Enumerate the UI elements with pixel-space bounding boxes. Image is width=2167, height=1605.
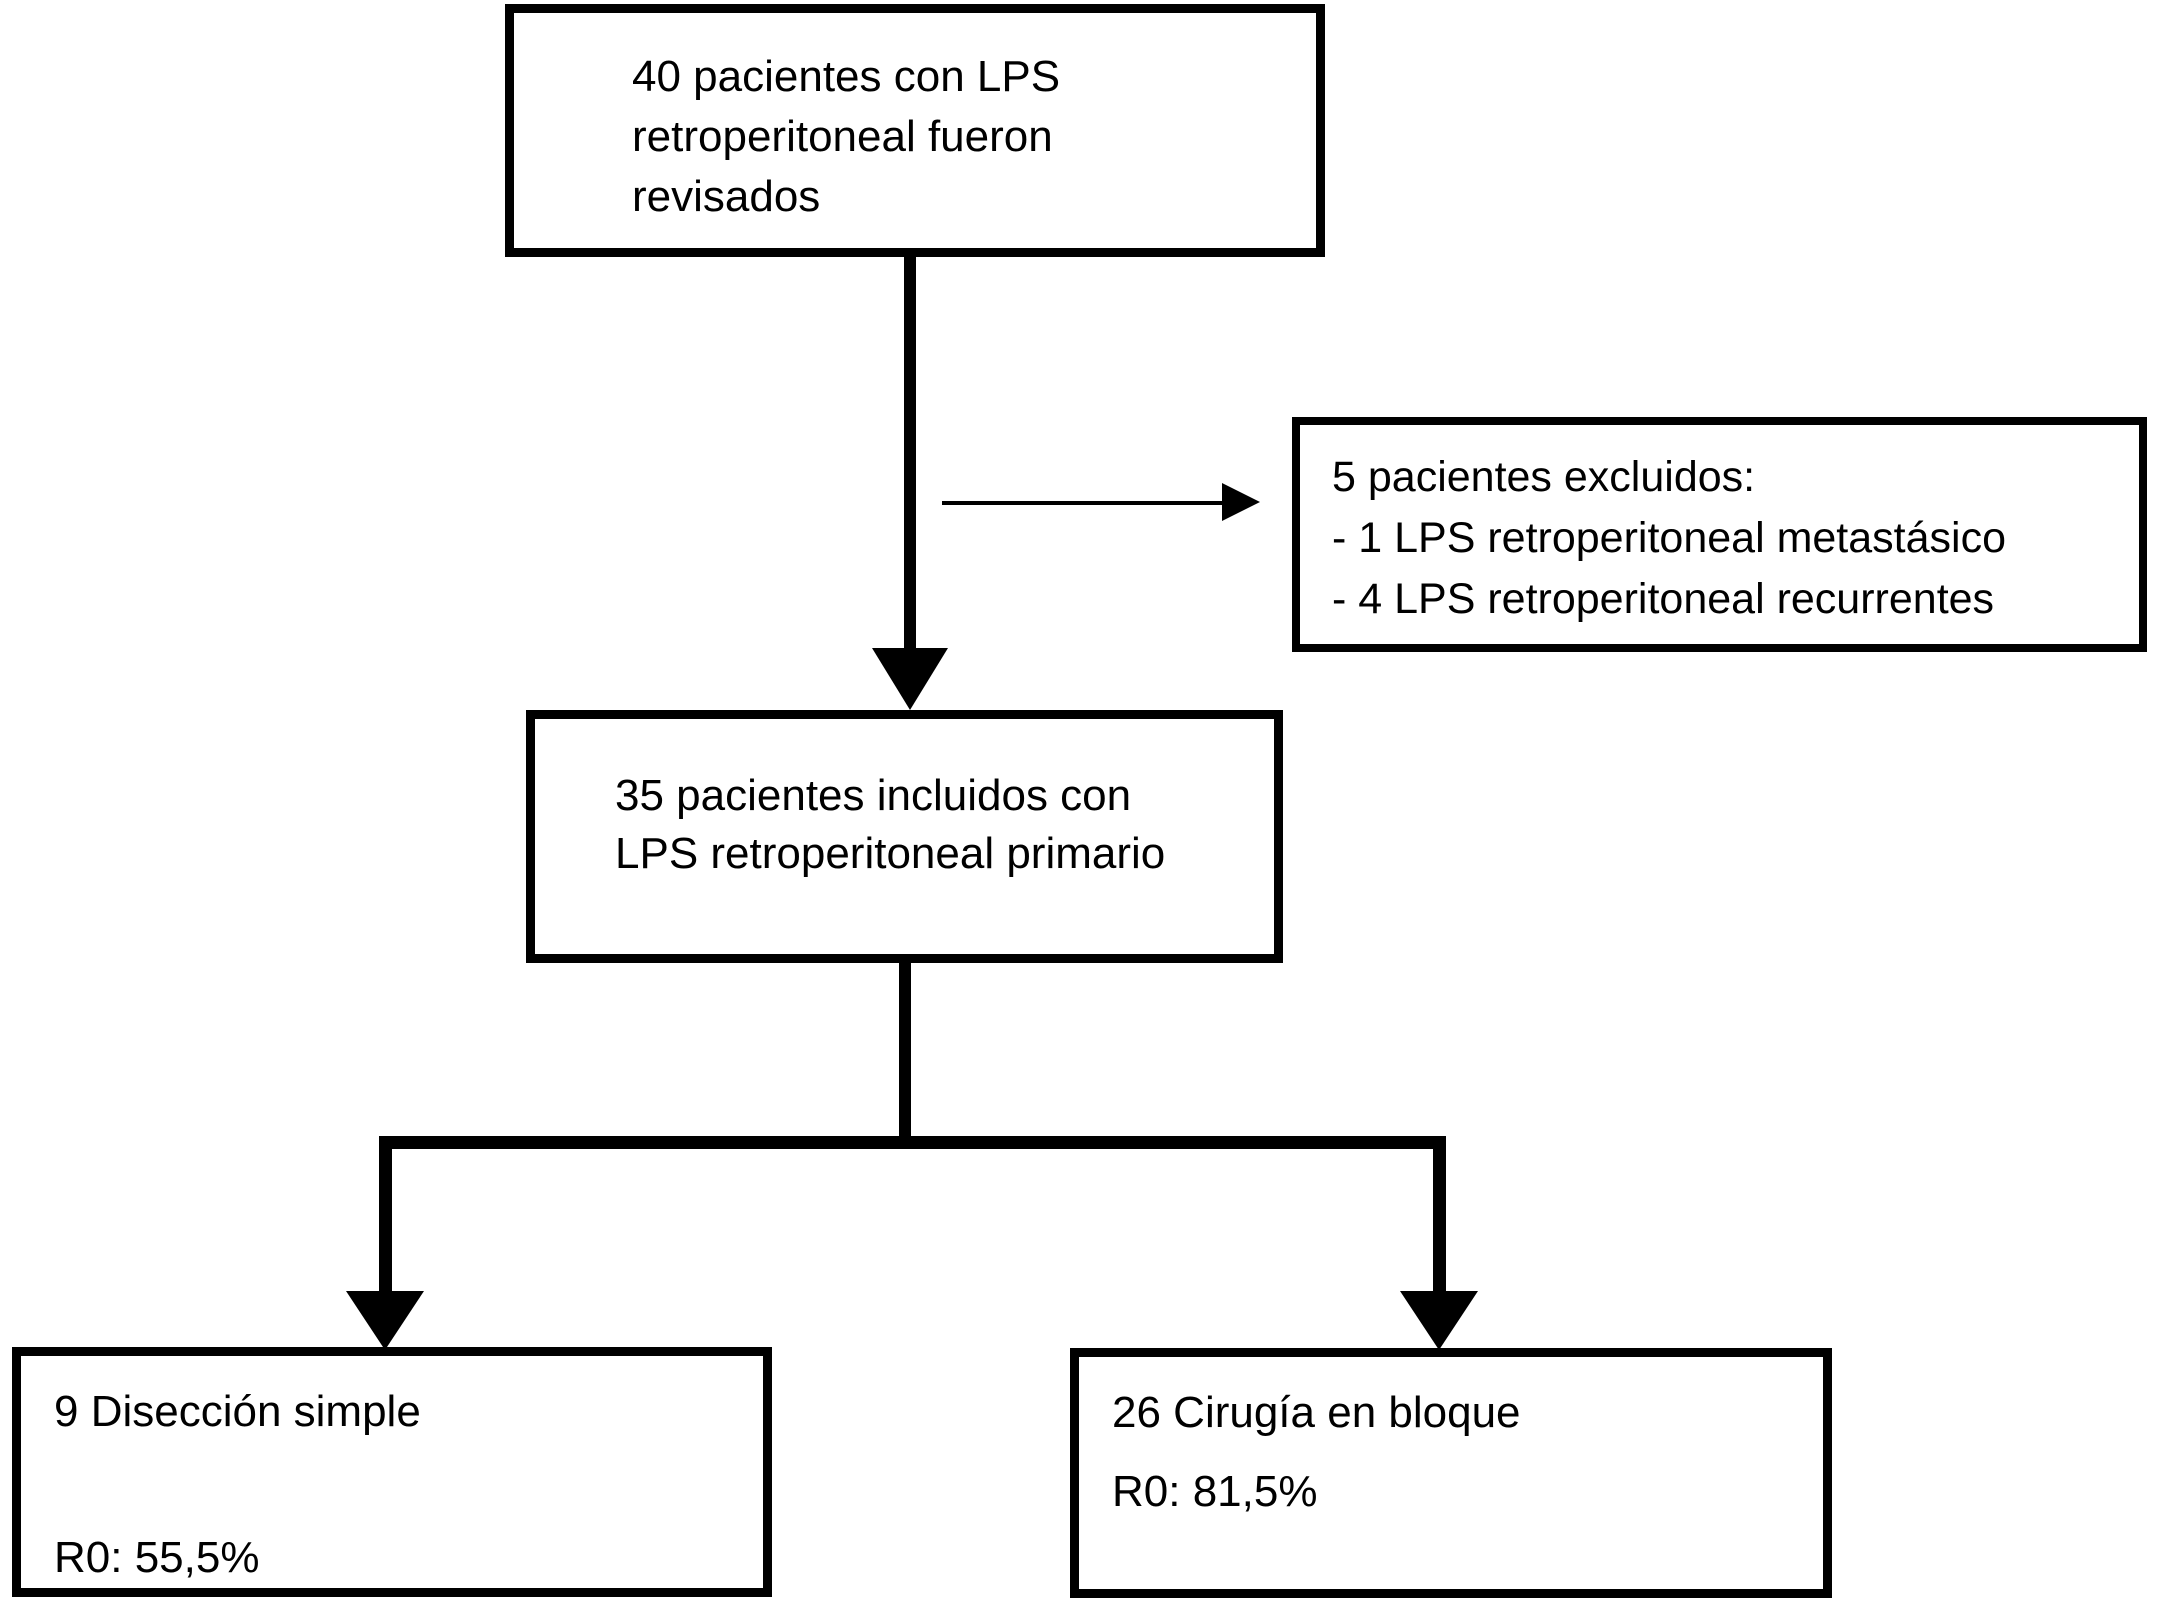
connector-incluidos-stem [899,963,911,1143]
arrowhead-down-icon [872,648,948,710]
arrowhead-down-icon [346,1291,424,1350]
arrowhead-right-icon [1222,483,1260,521]
connector-to-cirugia [1433,1148,1446,1293]
box-pacientes-revisados-line: retroperitoneal fueron [632,112,1053,161]
box-pacientes-excluidos-line: - 4 LPS retroperitoneal recurrentes [1332,575,1995,623]
box-diseccion-simple-result: R0: 55,5% [54,1533,260,1582]
box-pacientes-revisados: 40 pacientes con LPS retroperitoneal fue… [505,4,1325,257]
connector-to-diseccion [379,1148,392,1293]
box-pacientes-revisados-line: revisados [632,172,821,221]
box-pacientes-revisados-line: 40 pacientes con LPS [632,52,1061,101]
box-diseccion-simple: 9 Disección simple R0: 55,5% [12,1347,772,1597]
box-pacientes-incluidos: 35 pacientes incluidos con LPS retroperi… [526,710,1283,963]
connector-to-excluidos [942,501,1224,505]
box-pacientes-excluidos-line: - 1 LPS retroperitoneal metastásico [1332,514,2006,562]
box-cirugia-en-bloque: 26 Cirugía en bloque R0: 81,5% [1070,1348,1832,1598]
box-pacientes-excluidos-line: 5 pacientes excluidos: [1332,453,1756,501]
box-pacientes-excluidos: 5 pacientes excluidos: - 1 LPS retroperi… [1292,417,2147,652]
connector-revisados-to-incluidos [904,257,916,649]
box-diseccion-simple-label: 9 Disección simple [54,1387,421,1436]
box-pacientes-incluidos-line: 35 pacientes incluidos con [615,771,1132,820]
arrowhead-down-icon [1400,1291,1478,1350]
box-cirugia-en-bloque-label: 26 Cirugía en bloque [1112,1388,1521,1437]
box-pacientes-incluidos-line: LPS retroperitoneal primario [615,829,1166,878]
connector-split-bar [379,1136,1446,1149]
box-cirugia-en-bloque-result: R0: 81,5% [1112,1467,1318,1516]
